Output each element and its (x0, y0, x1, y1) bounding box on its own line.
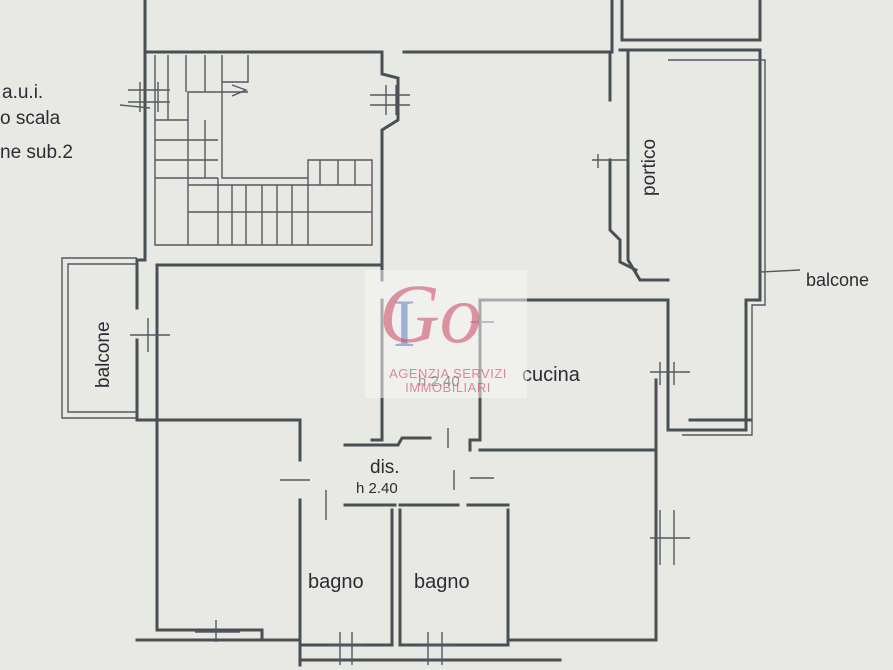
staircase (154, 55, 373, 246)
logo-line-1: AGENZIA SERVIZI (389, 366, 507, 381)
agency-watermark-logo: I Go AGENZIA SERVIZI IMMOBILIARI (365, 268, 527, 398)
walls (135, 0, 762, 667)
logo-letter-i: I (393, 285, 416, 361)
logo-mark: Go (379, 268, 482, 361)
balconies (61, 59, 766, 436)
logo-line-2: IMMOBILIARI (405, 380, 491, 395)
